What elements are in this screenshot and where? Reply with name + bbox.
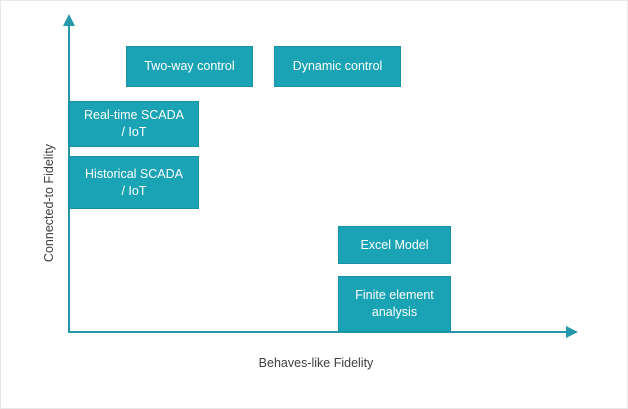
node-label-line1: Historical SCADA [85,166,183,181]
node-label-line1: Finite element [355,288,434,303]
node-label-line1: Two-way control [144,59,235,74]
node-label-line1: Real-time SCADA [83,108,185,123]
x-axis-line [68,331,568,333]
node-label-line1: Excel Model [360,237,429,252]
node-label-line2: / IoT [121,125,147,139]
node-label-line1: Dynamic control [292,59,383,74]
node-finite-element-analysis[interactable]: Finite element analysis [338,276,451,332]
y-axis-arrow-icon [63,14,75,26]
node-label-line2: / IoT [121,183,147,198]
node-dynamic-control[interactable]: Dynamic control [274,46,401,87]
y-axis-label: Connected-to Fidelity [42,143,56,263]
node-two-way-control[interactable]: Two-way control [126,46,253,87]
node-realtime-scada[interactable]: Real-time SCADA / IoT [69,101,199,147]
node-label-line2: analysis [371,305,418,319]
node-historical-scada[interactable]: Historical SCADA / IoT [69,156,199,209]
x-axis-label: Behaves-like Fidelity [258,356,374,370]
x-axis-arrow-icon [566,326,578,338]
node-excel-model[interactable]: Excel Model [338,226,451,264]
